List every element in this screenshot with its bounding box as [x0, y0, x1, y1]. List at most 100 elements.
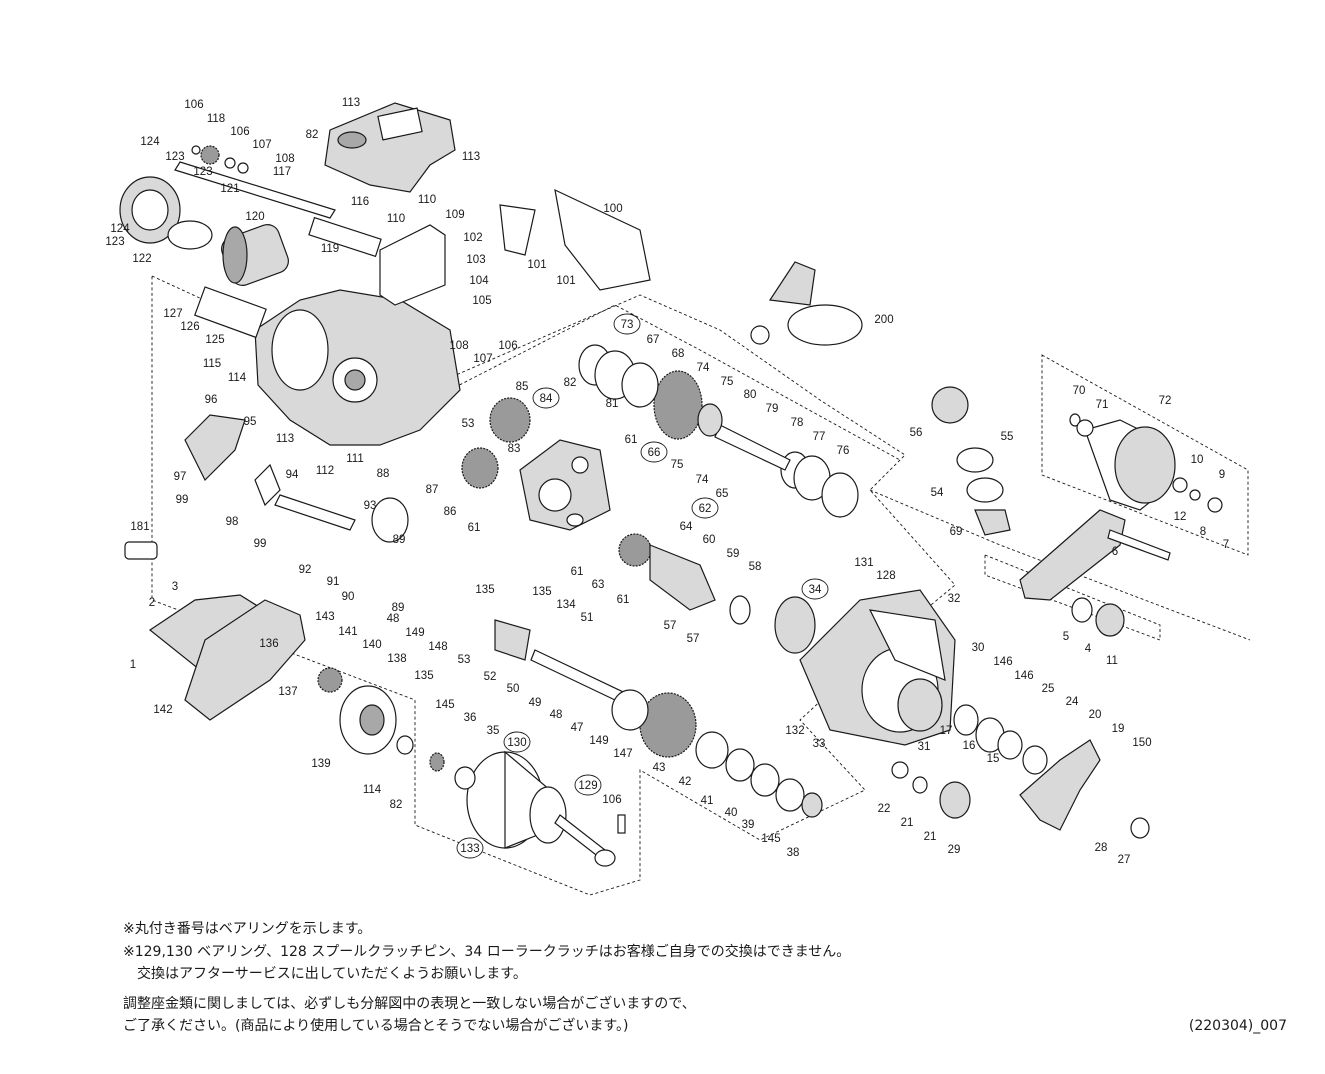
part-label: 140	[362, 639, 381, 651]
part-label: 122	[132, 253, 151, 265]
part-label: 30	[972, 642, 985, 654]
part-label: 52	[484, 671, 497, 683]
part-label: 107	[252, 139, 271, 151]
part-label: 88	[377, 468, 390, 480]
part-label: 82	[564, 377, 577, 389]
part-label: 139	[311, 758, 330, 770]
part-label: 53	[462, 418, 475, 430]
part-label: 99	[176, 494, 189, 506]
left-side-plate	[124, 414, 414, 755]
part-label: 3	[172, 581, 178, 593]
part-label: 51	[581, 612, 594, 624]
part-label: 123	[105, 236, 124, 248]
part-label: 31	[918, 741, 931, 753]
part-label: 75	[721, 376, 734, 388]
part-label: 93	[364, 500, 377, 512]
part-label: 50	[507, 683, 520, 695]
part-label: 109	[445, 209, 464, 221]
part-label: 5	[1063, 631, 1069, 643]
part-label: 57	[664, 620, 677, 632]
part-number-labels: 1061181061071081171241231231211241231221…	[105, 97, 1229, 866]
part-label: 103	[466, 254, 485, 266]
part-label: 2	[149, 597, 155, 609]
part-label: 57	[687, 633, 700, 645]
part-label: 82	[306, 129, 319, 141]
bearing-circle-marker	[640, 441, 668, 463]
part-label: 55	[1001, 431, 1014, 443]
part-label: 104	[469, 275, 489, 287]
part-label: 22	[878, 803, 891, 815]
bearing-circle-marker	[532, 387, 560, 409]
bearing-circle-marker	[613, 313, 641, 335]
part-label: 137	[278, 686, 297, 698]
part-label: 1	[130, 659, 136, 671]
part-label: 35	[487, 725, 500, 737]
part-label: 12	[1174, 511, 1187, 523]
part-label: 65	[716, 488, 729, 500]
part-label: 125	[205, 334, 224, 346]
part-label: 181	[130, 521, 149, 533]
sensor-parts	[931, 386, 1011, 536]
bearing-label: 66	[648, 447, 661, 459]
part-label: 91	[327, 576, 340, 588]
part-label: 121	[220, 183, 239, 195]
note-washers: 調整座金類に関しましては、必ずしも分解図中の表現と一致しない場合がございますので…	[123, 995, 696, 1012]
part-label: 61	[571, 566, 584, 578]
part-label: 10	[1191, 454, 1204, 466]
part-label: 21	[924, 831, 937, 843]
part-label: 114	[228, 372, 247, 384]
part-label: 53	[458, 654, 471, 666]
part-label: 29	[948, 844, 961, 856]
part-label: 116	[351, 196, 369, 208]
bearing-circle-marker	[574, 774, 602, 796]
part-label: 49	[529, 697, 542, 709]
part-label: 16	[963, 740, 976, 752]
motor-assembly	[119, 145, 382, 286]
bearing-label: 129	[578, 780, 597, 792]
part-label: 110	[387, 213, 405, 225]
part-label: 81	[606, 398, 619, 410]
part-label: 128	[876, 570, 895, 582]
part-label: 80	[744, 389, 757, 401]
part-label: 78	[791, 417, 804, 429]
part-label: 200	[874, 314, 893, 326]
part-label: 120	[245, 211, 264, 223]
frame-body	[194, 188, 651, 446]
part-label: 145	[435, 699, 454, 711]
part-label: 141	[338, 626, 357, 638]
part-label: 58	[749, 561, 762, 573]
right-side-plate	[799, 589, 1150, 839]
part-label: 147	[613, 748, 632, 760]
part-label: 118	[207, 113, 225, 125]
part-label: 71	[1096, 399, 1109, 411]
group-outlines	[151, 275, 1251, 896]
part-label: 124	[140, 136, 160, 148]
part-label: 61	[617, 594, 630, 606]
part-label: 148	[428, 641, 447, 653]
diagram-code: (220304)_007	[1188, 1018, 1287, 1034]
part-label: 54	[931, 487, 944, 499]
part-label: 126	[180, 321, 199, 333]
part-label: 108	[449, 340, 468, 352]
part-label: 7	[1223, 539, 1229, 551]
part-label: 67	[647, 334, 660, 346]
part-label: 105	[472, 295, 491, 307]
part-label: 79	[766, 403, 779, 415]
part-label: 112	[316, 465, 334, 477]
part-label: 41	[701, 795, 714, 807]
part-label: 43	[653, 762, 666, 774]
part-label: 87	[426, 484, 439, 496]
part-label: 72	[1159, 395, 1172, 407]
part-label: 89	[393, 534, 406, 546]
part-label: 150	[1132, 737, 1151, 749]
bearing-circle-marker	[801, 578, 829, 600]
part-label: 56	[910, 427, 923, 439]
exploded-parts-diagram: 1061181061071081171241231231211241231221…	[105, 97, 1251, 896]
part-label: 107	[473, 353, 492, 365]
part-label: 77	[813, 431, 826, 443]
part-label: 89	[392, 602, 405, 614]
part-label: 38	[787, 847, 800, 859]
part-label: 123	[193, 166, 212, 178]
part-label: 61	[468, 522, 481, 534]
